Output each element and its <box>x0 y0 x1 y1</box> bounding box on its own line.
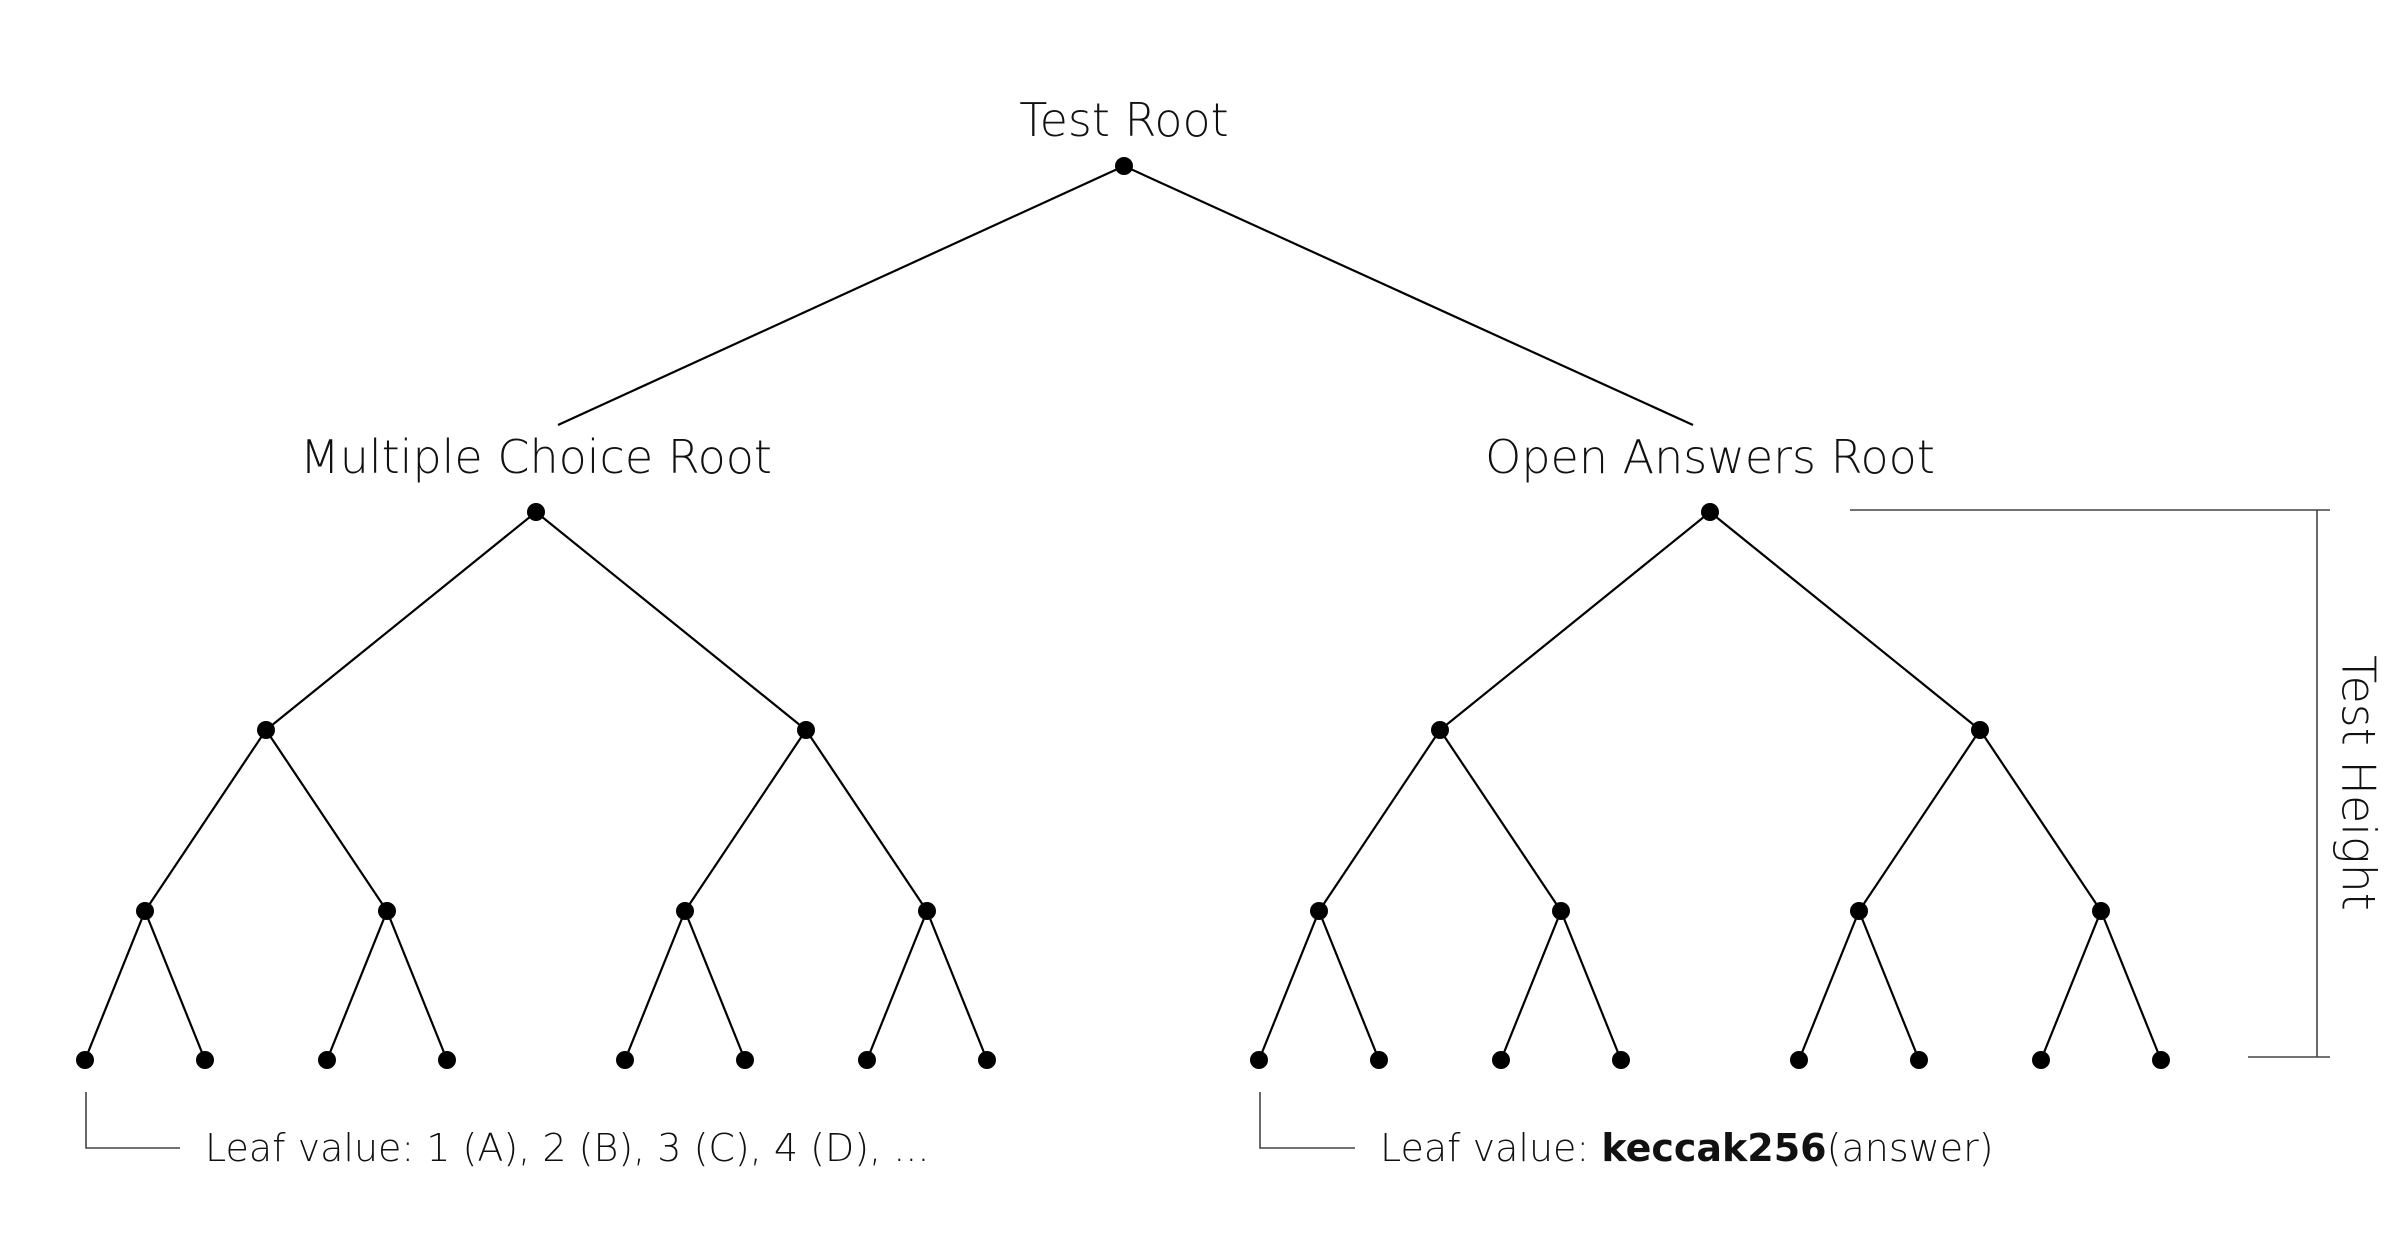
oa-level3-node <box>1552 902 1570 920</box>
mc-edge-leaf <box>83 910 147 1061</box>
mc-root-node <box>527 503 545 521</box>
oa-level2-node <box>1431 721 1449 739</box>
mc-leaf-node <box>736 1051 754 1069</box>
tree-nodes <box>76 157 2170 1069</box>
mc-edge-leaf <box>683 910 747 1061</box>
multiple-choice-root-label: Multiple Choice Root <box>300 430 772 484</box>
oa-edge-leaf <box>2039 910 2103 1061</box>
mc-level3-node <box>676 902 694 920</box>
mc-leaf-node <box>978 1051 996 1069</box>
mc-edge-l3 <box>265 729 388 912</box>
oa-level3-node <box>1850 902 1868 920</box>
tree-edges <box>83 164 2163 1061</box>
test-root-label: Test Root <box>1019 93 1228 147</box>
mc-level3-node <box>136 902 154 920</box>
oa-edge-leaf <box>1499 910 1563 1061</box>
oa-leaf-node <box>1370 1051 1388 1069</box>
mc-leaf-node <box>196 1051 214 1069</box>
right-leaf-note: Leaf value: keccak256(answer) <box>1380 1126 1994 1170</box>
mc-level2-node <box>257 721 275 739</box>
mc-leaf-node <box>318 1051 336 1069</box>
oa-edge-leaf <box>1797 910 1861 1061</box>
mc-level3-node <box>918 902 936 920</box>
mc-edge-leaf <box>325 910 389 1061</box>
mc-leaf-node <box>616 1051 634 1069</box>
mc-edge-leaf <box>865 910 929 1061</box>
edge-root-left <box>557 164 1125 427</box>
test-height-bracket <box>1850 509 2330 1058</box>
mc-level3-node <box>378 902 396 920</box>
oa-edge-leaf <box>1857 910 1921 1061</box>
oa-leaf-node <box>1250 1051 1268 1069</box>
test-height-label: Test Height <box>2332 655 2386 911</box>
right-leaf-note-suffix: (answer) <box>1827 1126 1994 1170</box>
oa-edge-leaf <box>2099 910 2163 1061</box>
mc-edge-l3 <box>144 729 267 912</box>
mc-level2-node <box>797 721 815 739</box>
oa-leaf-node <box>1612 1051 1630 1069</box>
mc-leaf-node <box>858 1051 876 1069</box>
oa-edge-l3 <box>1858 729 1981 912</box>
left-leaf-pointer <box>85 1092 180 1149</box>
mc-edge-leaf <box>623 910 687 1061</box>
oa-root-node <box>1701 503 1719 521</box>
oa-edge-leaf <box>1257 910 1321 1061</box>
oa-edge-leaf <box>1317 910 1381 1061</box>
mc-edge-leaf <box>925 910 989 1061</box>
mc-edge-l2 <box>265 511 537 731</box>
oa-leaf-node <box>2152 1051 2170 1069</box>
oa-leaf-node <box>1492 1051 1510 1069</box>
right-leaf-pointer <box>1259 1092 1355 1149</box>
oa-level3-node <box>1310 902 1328 920</box>
right-leaf-note-hash: keccak256 <box>1601 1126 1826 1170</box>
oa-edge-l3 <box>1439 729 1562 912</box>
left-leaf-note: Leaf value: 1 (A), 2 (B), 3 (C), 4 (D), … <box>205 1126 929 1170</box>
oa-edge-l2 <box>1709 511 1981 731</box>
open-answers-root-label: Open Answers Root <box>1485 430 1935 484</box>
mc-edge-leaf <box>143 910 207 1061</box>
oa-edge-l3 <box>1318 729 1441 912</box>
right-leaf-note-prefix: Leaf value: <box>1380 1126 1601 1170</box>
mc-leaf-node <box>438 1051 456 1069</box>
oa-leaf-node <box>1790 1051 1808 1069</box>
mc-edge-l3 <box>684 729 807 912</box>
oa-leaf-node <box>1910 1051 1928 1069</box>
mc-leaf-node <box>76 1051 94 1069</box>
oa-edge-leaf <box>1559 910 1623 1061</box>
test-root-node <box>1115 157 1133 175</box>
oa-edge-l3 <box>1979 729 2102 912</box>
oa-leaf-node <box>2032 1051 2050 1069</box>
oa-level2-node <box>1971 721 1989 739</box>
oa-edge-l2 <box>1439 511 1711 731</box>
oa-level3-node <box>2092 902 2110 920</box>
mc-edge-leaf <box>385 910 449 1061</box>
mc-edge-l3 <box>805 729 928 912</box>
mc-edge-l2 <box>535 511 807 731</box>
edge-root-right <box>1123 164 1694 427</box>
